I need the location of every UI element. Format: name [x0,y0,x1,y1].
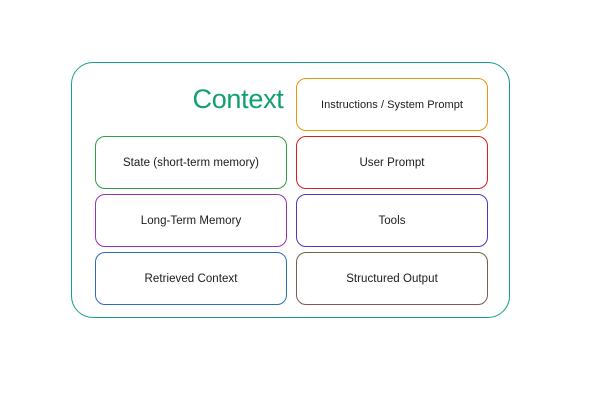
box-instructions-system-prompt[interactable]: Instructions / System Prompt [296,78,488,131]
box-label-state-short-term-memory: State (short-term memory) [122,156,260,169]
box-structured-output[interactable]: Structured Output [296,252,488,305]
box-label-structured-output: Structured Output [346,272,438,285]
right-column: Instructions / System Prompt User Prompt… [296,78,488,305]
box-retrieved-context[interactable]: Retrieved Context [95,252,287,305]
box-user-prompt[interactable]: User Prompt [296,136,488,189]
box-label-instructions-system-prompt: Instructions / System Prompt [321,98,463,111]
box-label-user-prompt: User Prompt [359,156,425,169]
context-container: Context State (short-term memory) Long-T… [71,62,510,318]
left-column: State (short-term memory) Long-Term Memo… [95,136,287,305]
box-label-tools: Tools [378,214,406,227]
box-label-retrieved-context: Retrieved Context [144,272,238,285]
box-label-long-term-memory: Long-Term Memory [140,214,242,227]
page-title: Context [192,84,284,114]
box-tools[interactable]: Tools [296,194,488,247]
box-long-term-memory[interactable]: Long-Term Memory [95,194,287,247]
box-state-short-term-memory[interactable]: State (short-term memory) [95,136,287,189]
